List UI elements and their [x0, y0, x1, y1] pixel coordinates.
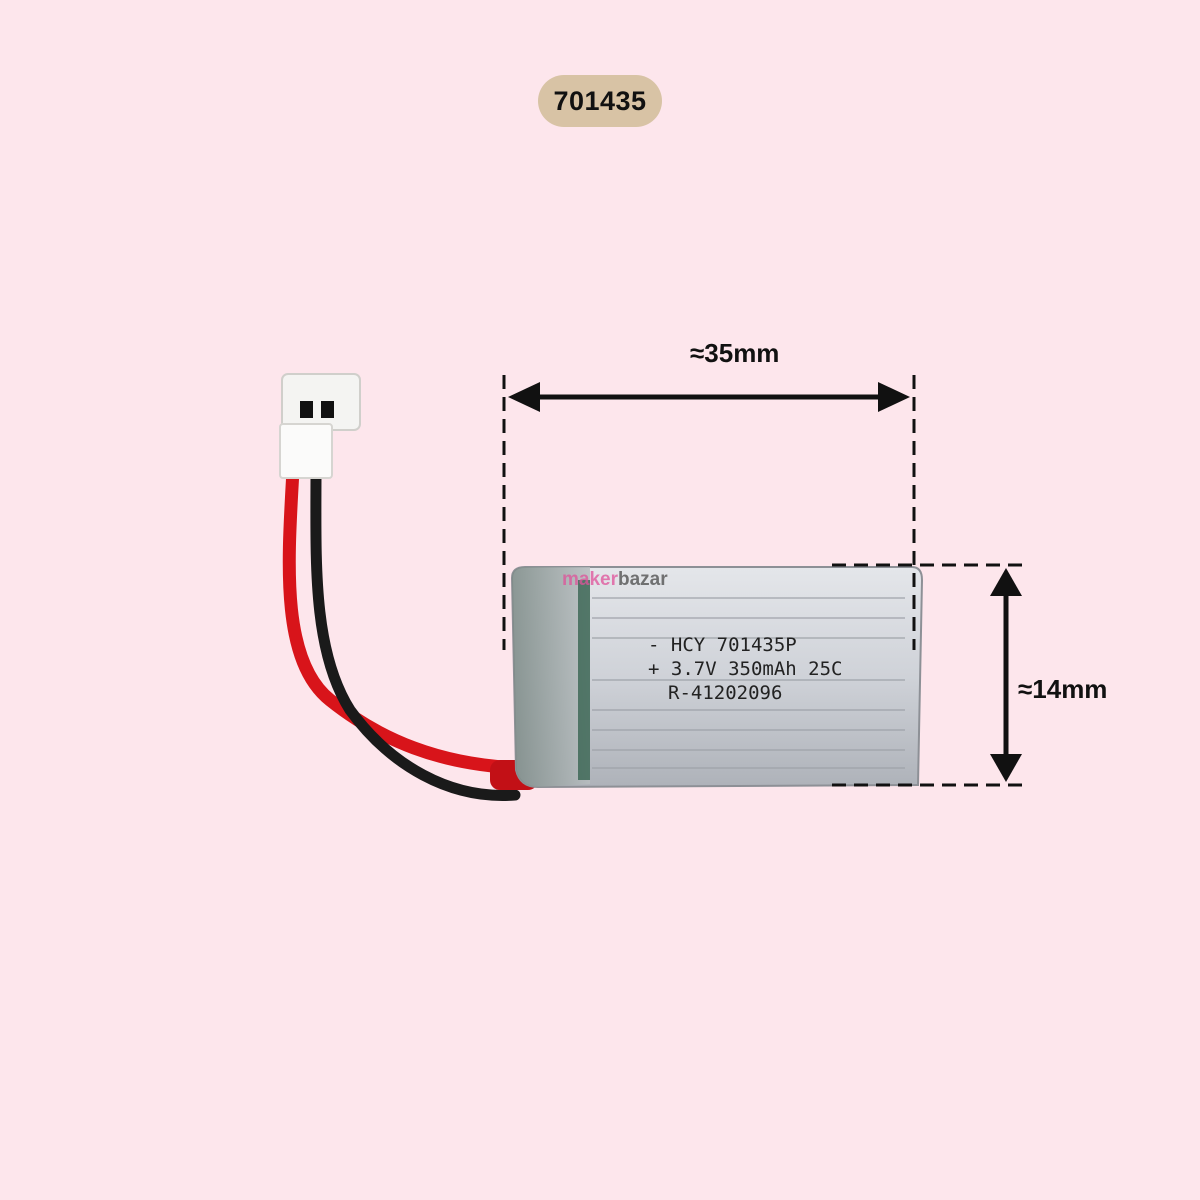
lead-wires [282, 463, 538, 801]
arrow-up-icon [990, 568, 1022, 596]
watermark-part2: bazar [618, 569, 668, 590]
red-wire [282, 463, 527, 775]
arrow-right-icon [878, 382, 910, 412]
watermark-logo: makerbazar [562, 569, 668, 590]
jst-connector [279, 373, 361, 479]
height-dimension-label: ≈14mm [1018, 674, 1108, 704]
width-dimension-label: ≈35mm [690, 338, 780, 368]
watermark-part1: maker [562, 569, 619, 590]
battery-label-line1: - HCY 701435P [648, 634, 797, 656]
width-dimension-marker [502, 375, 916, 650]
battery-cell: - HCY 701435P + 3.7V 350mAh 25C R-412020… [510, 566, 924, 789]
arrow-left-icon [508, 382, 540, 412]
black-wire [310, 464, 521, 801]
model-badge: 701435 [538, 75, 662, 127]
battery-label-line2: + 3.7V 350mAh 25C [648, 658, 842, 680]
arrow-down-icon [990, 754, 1022, 782]
height-dimension-marker [832, 563, 1028, 787]
battery-label-line3: R-41202096 [668, 682, 782, 704]
